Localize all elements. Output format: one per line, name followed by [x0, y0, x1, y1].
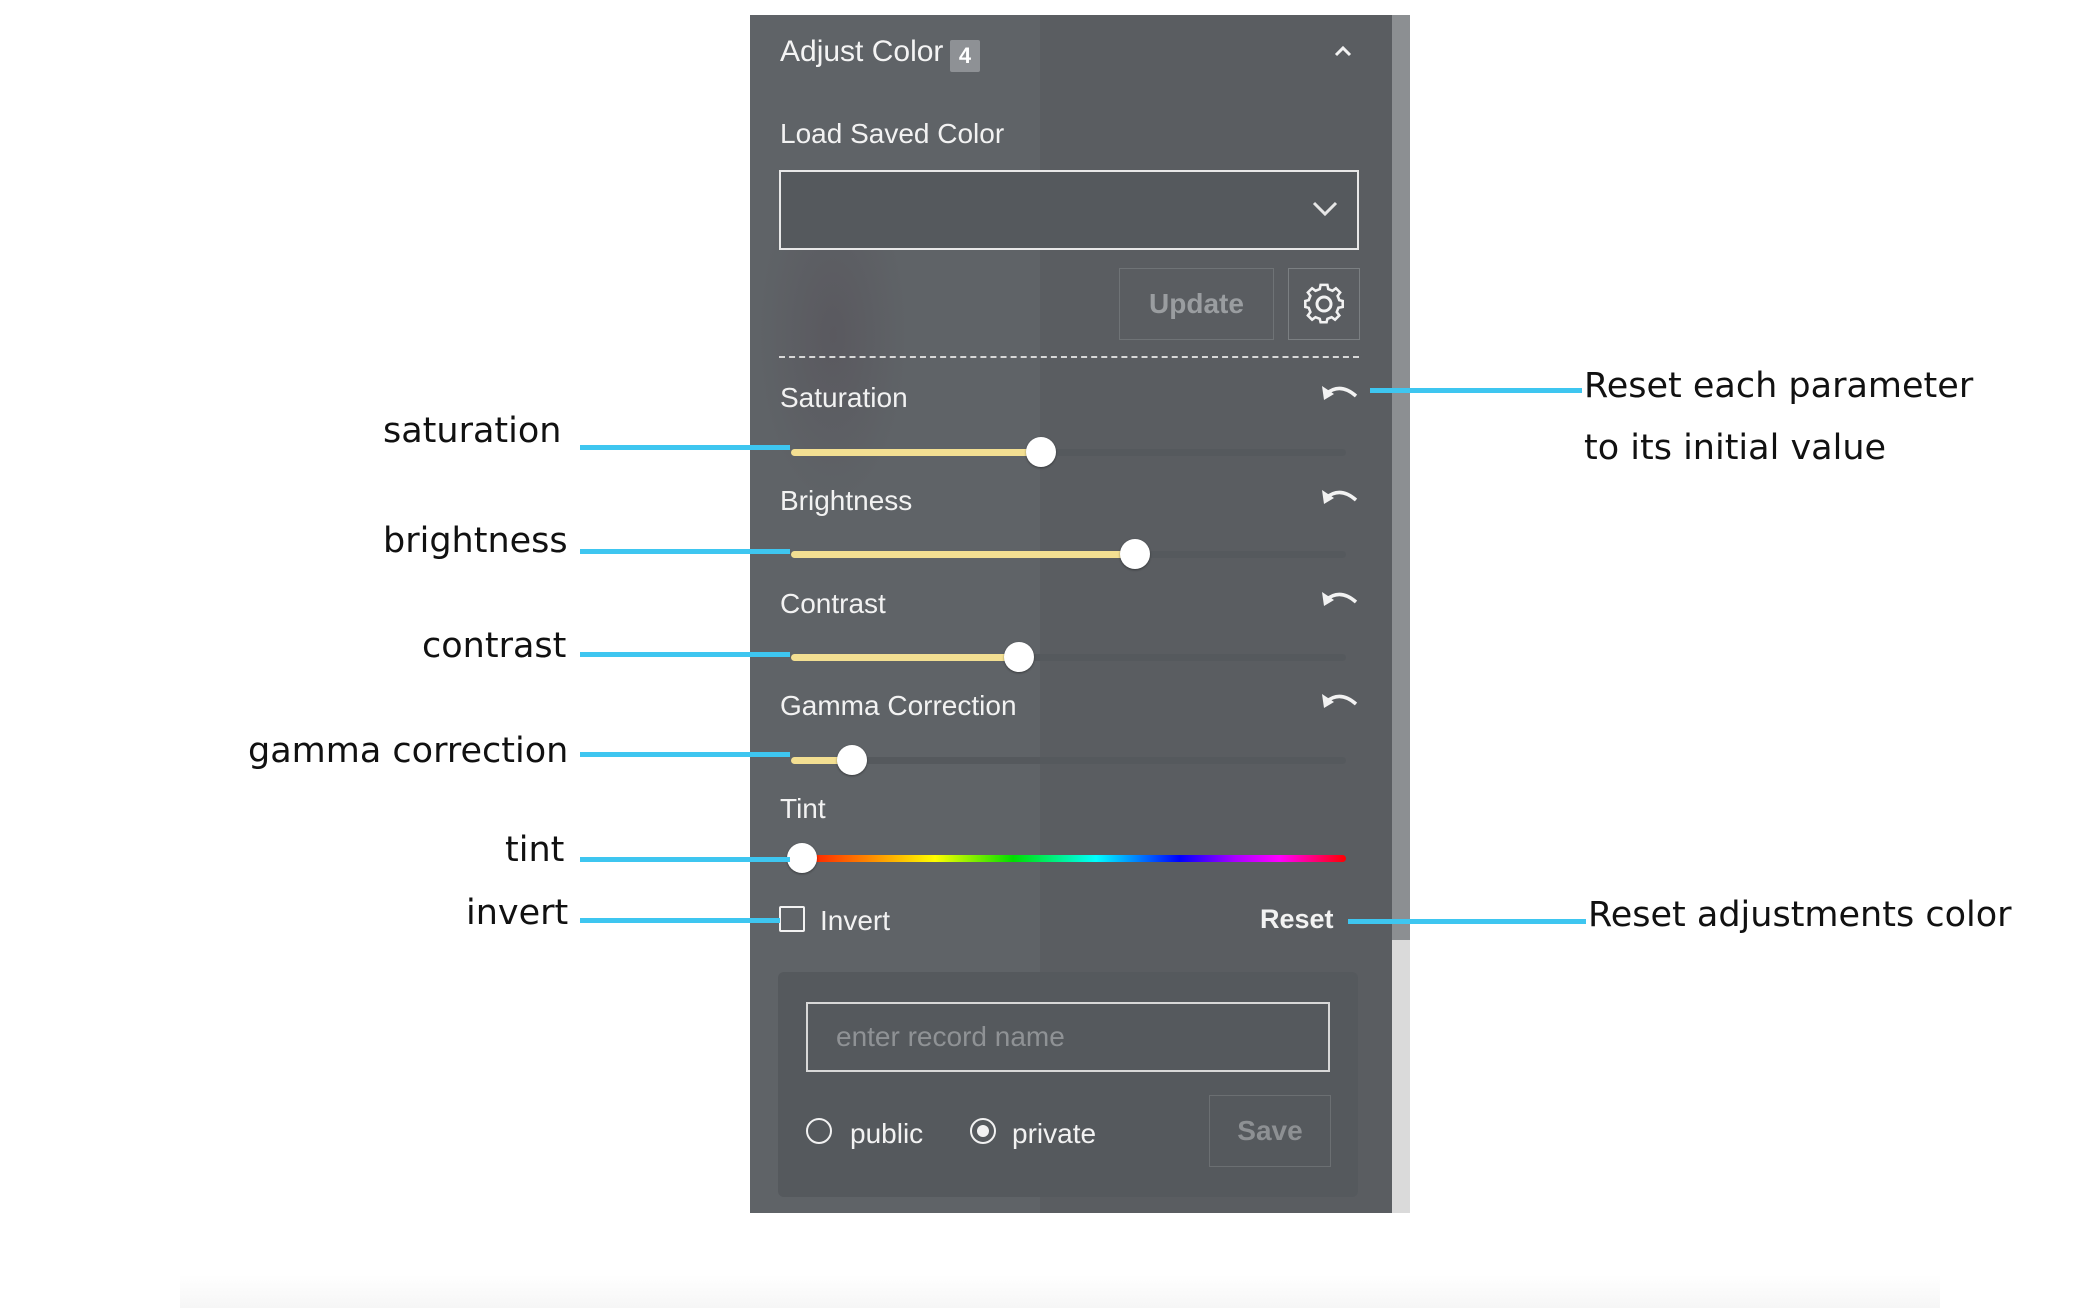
annotation-line	[1348, 919, 1586, 924]
tint-slider[interactable]	[787, 843, 1346, 873]
brightness-label: Brightness	[780, 485, 913, 516]
save-button[interactable]: Save	[1209, 1095, 1331, 1167]
adjustment-count-badge: 4	[950, 40, 980, 72]
annotation-line	[580, 857, 790, 862]
gamma-correction-label: Gamma Correction	[780, 690, 1017, 721]
saturation-fill	[791, 449, 1041, 456]
undo-icon[interactable]	[1320, 686, 1360, 725]
tint-label: Tint	[780, 793, 826, 824]
load-saved-color-label: Load Saved Color	[780, 118, 1005, 149]
scrollbar-thumb[interactable]	[1392, 15, 1410, 940]
reset-adjustments-button[interactable]: Reset	[1260, 904, 1334, 934]
undo-icon[interactable]	[1320, 482, 1360, 521]
annotation-line	[1370, 388, 1582, 393]
annotation-saturation: saturation	[383, 411, 562, 451]
contrast-fill	[791, 654, 1019, 661]
annotation-reset-adjustments: Reset adjustments color	[1588, 895, 2012, 935]
brightness-handle[interactable]	[1120, 539, 1151, 569]
annotation-line	[580, 549, 790, 554]
chevron-up-icon[interactable]	[1328, 36, 1358, 73]
contrast-label: Contrast	[780, 588, 886, 619]
annotation-contrast: contrast	[422, 626, 567, 666]
annotation-line	[580, 918, 780, 923]
gear-icon	[1304, 283, 1344, 324]
annotation-line	[580, 652, 790, 657]
contrast-handle[interactable]	[1003, 642, 1034, 672]
annotation-brightness: brightness	[383, 521, 568, 561]
public-radio-label: public	[850, 1118, 924, 1149]
chevron-down-icon	[1310, 196, 1340, 227]
update-button[interactable]: Update	[1119, 268, 1274, 340]
contrast-slider[interactable]	[791, 642, 1346, 672]
annotation-tint: tint	[505, 830, 565, 870]
saturation-label: Saturation	[780, 382, 908, 413]
invert-label: Invert	[820, 905, 891, 936]
gamma-correction-fill	[791, 757, 853, 764]
annotation-line	[580, 752, 790, 757]
annotation-reset-each-line2: to its initial value	[1584, 428, 1887, 468]
gamma-correction-handle[interactable]	[837, 745, 868, 775]
saturation-handle[interactable]	[1025, 437, 1056, 467]
undo-icon[interactable]	[1320, 378, 1360, 417]
annotation-line	[580, 445, 790, 450]
brightness-slider[interactable]	[791, 539, 1346, 569]
bottom-shadow	[180, 1275, 1940, 1308]
record-name-input[interactable]	[806, 1002, 1330, 1072]
tint-handle[interactable]	[787, 843, 818, 873]
panel-title: Adjust Color	[780, 35, 944, 68]
undo-icon[interactable]	[1320, 584, 1360, 623]
public-radio[interactable]	[806, 1118, 832, 1144]
private-radio-label: private	[1012, 1118, 1097, 1149]
gamma-correction-slider[interactable]	[791, 745, 1346, 775]
annotation-gamma-correction: gamma correction	[248, 731, 569, 771]
private-radio[interactable]	[970, 1118, 996, 1144]
annotation-invert: invert	[466, 893, 569, 933]
brightness-fill	[791, 551, 1136, 558]
annotation-reset-each-line1: Reset each parameter	[1584, 366, 1974, 406]
settings-button[interactable]	[1288, 268, 1360, 340]
invert-checkbox[interactable]	[779, 906, 805, 932]
saturation-slider[interactable]	[791, 437, 1346, 467]
saved-color-select[interactable]	[779, 170, 1359, 250]
section-divider	[779, 356, 1359, 358]
